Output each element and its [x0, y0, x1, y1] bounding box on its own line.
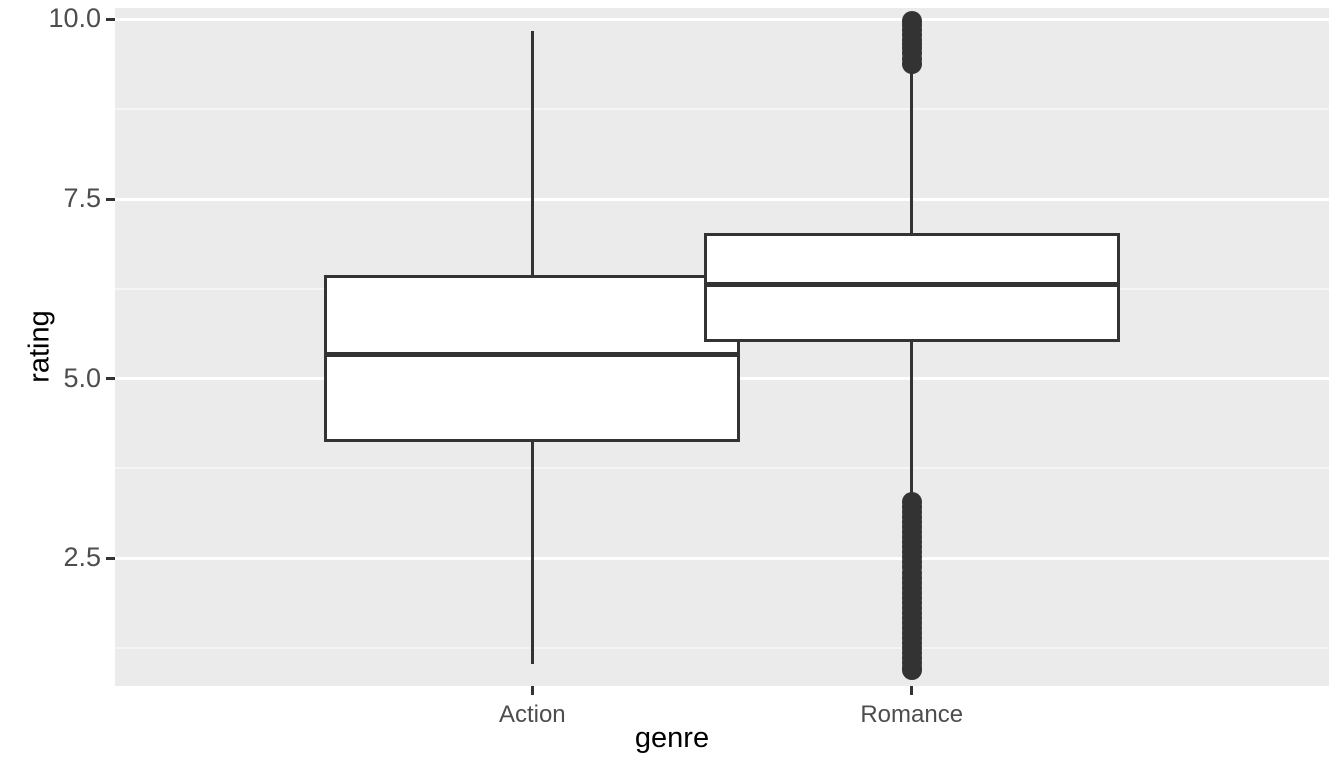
y-axis-tick — [106, 377, 115, 381]
y-axis-label: 2.5 — [63, 542, 101, 573]
gridline-minor — [115, 108, 1329, 111]
median-line-romance — [703, 282, 1120, 287]
whisker-upper — [530, 30, 534, 276]
whisker-lower — [910, 341, 914, 503]
y-axis-tick — [106, 197, 115, 201]
x-axis-title: genre — [634, 722, 710, 754]
x-axis-label-action: Action — [498, 701, 566, 728]
gridline-minor — [115, 646, 1329, 649]
gridline-minor — [115, 467, 1329, 470]
x-axis-label-romance: Romance — [860, 701, 964, 728]
y-axis-tick — [106, 556, 115, 560]
y-axis-label: 5.0 — [63, 362, 101, 393]
x-axis-tick — [910, 686, 914, 695]
x-axis-tick — [530, 686, 534, 695]
whisker-upper — [910, 71, 914, 233]
gridline-major — [115, 197, 1329, 201]
y-axis-label: 7.5 — [63, 183, 101, 214]
y-axis-label: 10.0 — [48, 3, 101, 34]
box-romance — [703, 232, 1120, 342]
y-axis-title: rating — [23, 310, 56, 383]
median-line-action — [324, 351, 741, 357]
outlier-point — [901, 660, 922, 681]
y-axis-tick — [106, 17, 115, 21]
box-action — [324, 275, 741, 442]
whisker-lower — [530, 441, 534, 664]
gridline-major — [115, 556, 1329, 560]
gridline-major — [115, 17, 1329, 21]
plot-panel — [115, 8, 1329, 686]
outlier-point — [901, 54, 922, 75]
